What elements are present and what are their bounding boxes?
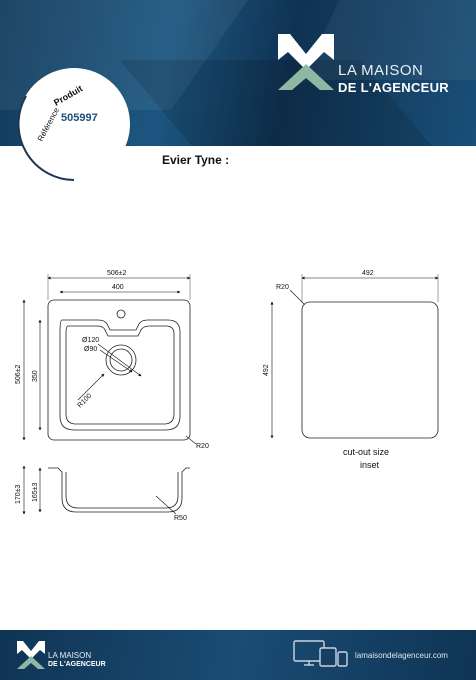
height-inner-label: 350 [32, 370, 39, 382]
brand-name-line2: DE L'AGENCEUR [338, 80, 449, 95]
cutout-caption-line1: cut-out size [343, 447, 390, 457]
sink-bowl [59, 319, 181, 431]
footer-brand-line1: LA MAISON [48, 651, 92, 660]
brand-name-line1: LA MAISON [338, 62, 424, 79]
section-height-inner-label: 165±3 [32, 482, 39, 502]
technical-drawing: Ø120 Ø90 R100 R20 506±2 400 506±2 350 17… [15, 270, 439, 522]
product-title: Evier Tyne : [162, 153, 230, 167]
footer-banner: LA MAISON DE L'AGENCEUR lamaisondelagenc… [0, 630, 476, 680]
drain-inner [109, 348, 133, 372]
bowl-radius-label: R100 [76, 393, 93, 410]
cutout-caption: cut-out size inset [343, 446, 389, 472]
footer-brand-mark-icon [17, 641, 45, 669]
sink-bowl-inner [65, 325, 175, 425]
cutout-outline [301, 301, 439, 439]
height-overall-label: 506±2 [15, 364, 22, 384]
drain-outer-label: Ø120 [82, 337, 99, 344]
sink-section-view [48, 467, 190, 513]
cutout-radius-label: R20 [276, 284, 289, 291]
sink-outline [47, 299, 191, 441]
footer-brand-line2: DE L'AGENCEUR [48, 661, 106, 668]
section-radius-label: R50 [174, 515, 187, 522]
sink-top-view [47, 299, 191, 441]
reference-number: 505997 [61, 112, 98, 124]
section-height-overall-label: 170±3 [15, 484, 22, 504]
cutout-width-label: 492 [362, 270, 374, 277]
tap-hole [116, 309, 126, 319]
cutout-caption-line2: inset [360, 460, 380, 470]
width-inner-label: 400 [112, 284, 124, 291]
reference-badge: Référence Produit [17, 68, 130, 181]
drain-outer [105, 344, 137, 376]
cutout-view: 492 492 R20 [263, 270, 439, 439]
drain-inner-label: Ø90 [84, 346, 97, 353]
width-overall-label: 506±2 [107, 270, 127, 277]
cutout-height-label: 492 [263, 364, 270, 376]
brand-mark-icon [278, 34, 334, 90]
devices-icon [293, 640, 348, 667]
sink-corner-radius-label: R20 [196, 443, 209, 450]
brand-logo: LA MAISON DE L'AGENCEUR [276, 30, 456, 95]
footer-logo: LA MAISON DE L'AGENCEUR [16, 636, 136, 674]
footer-website-link[interactable]: lamaisondelagenceur.com [355, 651, 448, 660]
